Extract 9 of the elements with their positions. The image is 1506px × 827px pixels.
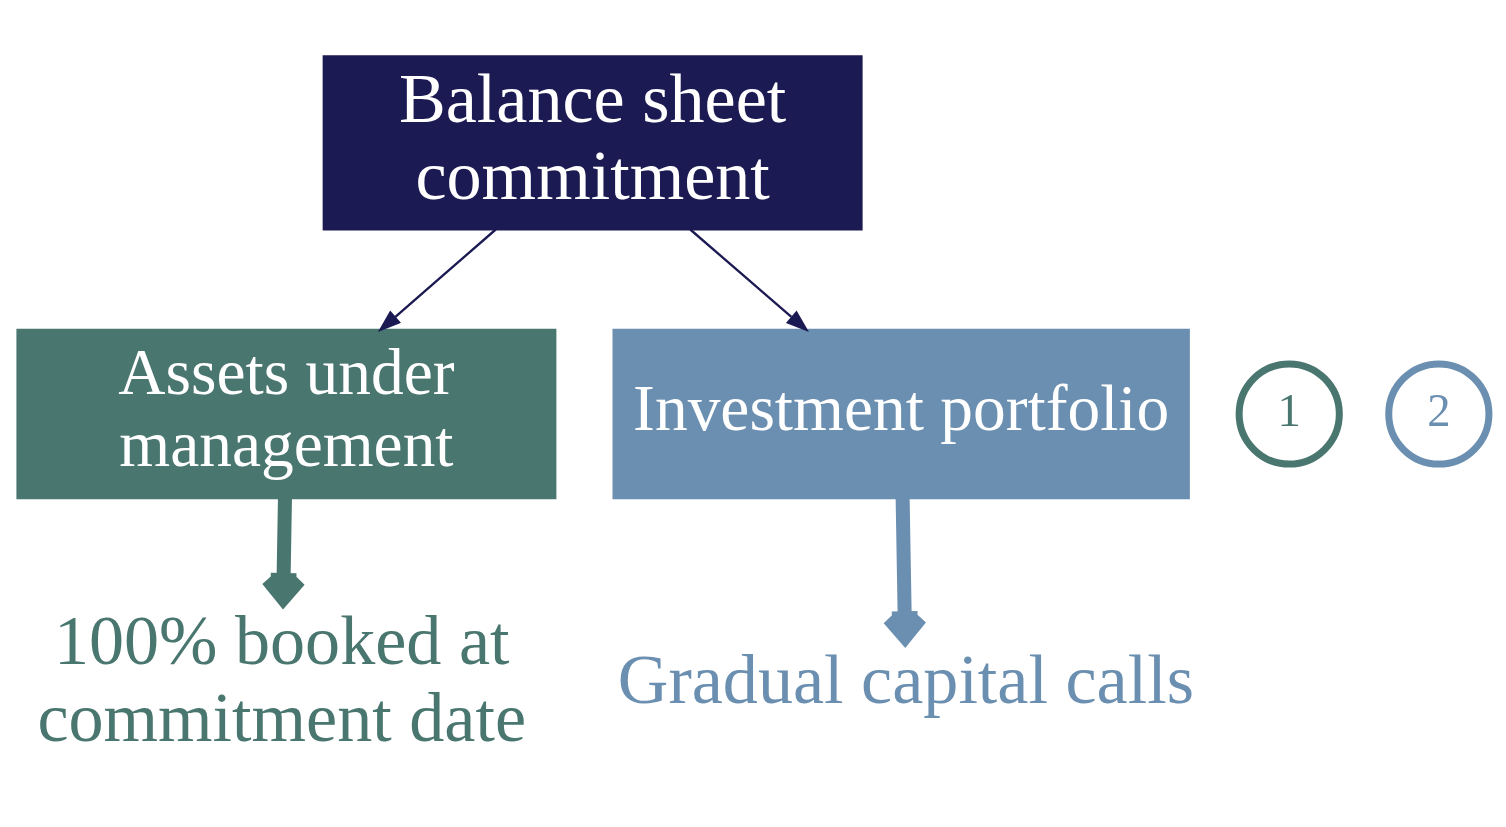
- node-box: Investment portfolio: [612, 328, 1190, 499]
- node-box: Assets under management: [16, 328, 557, 499]
- node-text: Gradual capital calls: [617, 640, 1194, 718]
- node-text: 100% booked at commitment date: [37, 601, 527, 756]
- node-circle: 1: [1235, 359, 1343, 468]
- node-circle: 2: [1385, 359, 1493, 468]
- arrow: [377, 228, 497, 332]
- arrow: [689, 228, 809, 332]
- node-box: Balance sheet commitment: [322, 54, 863, 230]
